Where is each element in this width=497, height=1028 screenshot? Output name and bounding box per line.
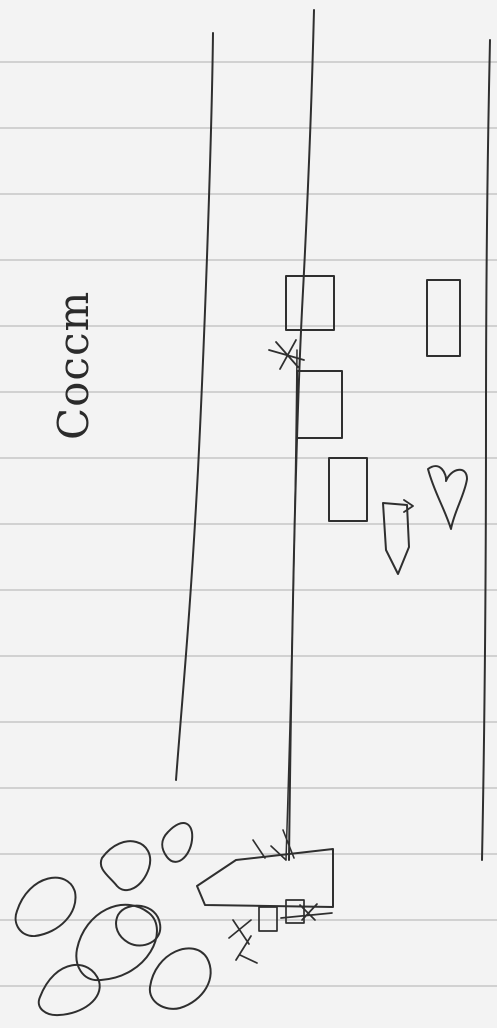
box-right-upper [427,280,460,356]
box-top-center [286,276,334,330]
center-vertical-line [289,10,314,860]
heart-shape [428,466,467,529]
handwritten-caption: Coccm [14,320,134,440]
box-lower-center [329,458,367,521]
small-arrowhead [404,500,413,512]
loop-5 [39,965,100,1015]
left-vertical-line [176,33,213,780]
loop-3 [16,878,76,936]
arrow-box-right [383,503,409,574]
loop-6 [150,948,211,1009]
loop-2 [162,823,192,862]
loop-1 [101,841,150,890]
small-box-bottom-left [259,907,277,931]
center-vertical-line-shadow [286,350,297,860]
right-vertical-line [482,40,490,860]
scribble-bottom-left [229,920,257,963]
box-middle-center [297,371,342,438]
loop-7 [116,906,160,946]
